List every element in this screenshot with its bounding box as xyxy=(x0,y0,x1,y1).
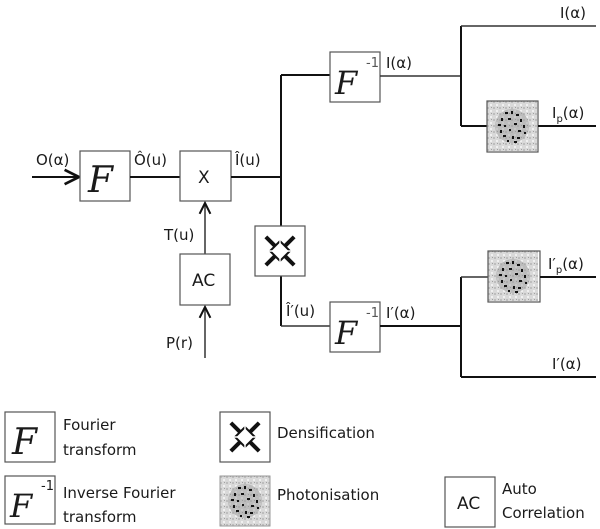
legend-fourier-line2: transform xyxy=(63,441,137,459)
inverse-fourier-icon: F xyxy=(9,487,34,525)
legend-photonisation-label: Photonisation xyxy=(277,486,379,504)
photonisation-icon xyxy=(488,251,538,301)
top-output-label-lower: Ip(α) xyxy=(552,104,584,125)
multiply-symbol: X xyxy=(198,168,210,188)
input-label: O(α) xyxy=(36,151,69,169)
pupil-label: P(r) xyxy=(166,334,193,352)
inverse-fourier-symbol: F xyxy=(334,314,359,352)
legend-item-fourier: F Fourier transform xyxy=(4,411,137,463)
legend-inverse-line2: transform xyxy=(63,508,137,526)
inverse-superscript: -1 xyxy=(366,56,379,71)
top-output-label-upper: I(α) xyxy=(560,4,586,22)
multiply-block: X xyxy=(179,150,232,202)
fourier-output-label: Ô(u) xyxy=(134,150,167,169)
fourier-symbol: F xyxy=(87,160,115,201)
fourier-icon: F xyxy=(11,422,39,463)
top-photonisation-block xyxy=(486,100,539,153)
photonisation-icon xyxy=(220,476,270,526)
legend-fourier-line1: Fourier xyxy=(63,416,116,434)
transfer-label: T(u) xyxy=(163,226,194,244)
densified-label: Î′(u) xyxy=(285,301,315,320)
legend-autocorrelation-line1: Auto xyxy=(502,480,537,498)
bottom-output-label-upper: I′p(α) xyxy=(548,255,584,276)
inverse-fourier-symbol: F xyxy=(334,64,359,102)
legend-inverse-line1: Inverse Fourier xyxy=(63,484,176,502)
top-ifft-output-label: I(α) xyxy=(386,54,412,72)
legend-item-autocorrelation: AC Auto Correlation xyxy=(444,476,585,528)
bottom-output-label-lower: I′(α) xyxy=(552,355,581,373)
legend-item-inverse-fourier: F -1 Inverse Fourier transform xyxy=(4,475,176,526)
multiply-output-label: Î(u) xyxy=(234,150,261,169)
legend-autocorrelation-line2: Correlation xyxy=(502,504,585,522)
autocorrelation-icon: AC xyxy=(457,494,480,514)
bottom-photonisation-block xyxy=(487,250,541,303)
legend-item-photonisation: Photonisation xyxy=(219,475,379,527)
bottom-inverse-fourier-block: F -1 xyxy=(329,301,381,353)
autocorrelation-block: AC xyxy=(179,253,231,306)
legend-densification-label: Densification xyxy=(277,424,375,442)
autocorrelation-symbol: AC xyxy=(192,271,215,291)
top-inverse-fourier-block: F -1 xyxy=(329,51,381,103)
fourier-transform-block: F xyxy=(79,150,131,202)
bottom-ifft-output-label: I′(α) xyxy=(386,304,415,322)
densification-block xyxy=(254,225,306,277)
inverse-superscript: -1 xyxy=(366,306,379,321)
legend: F Fourier transform F -1 Inverse Fourier… xyxy=(4,411,585,528)
legend-item-densification: Densification xyxy=(219,411,375,463)
photonisation-icon xyxy=(487,101,537,151)
legend-inverse-superscript: -1 xyxy=(41,479,54,494)
